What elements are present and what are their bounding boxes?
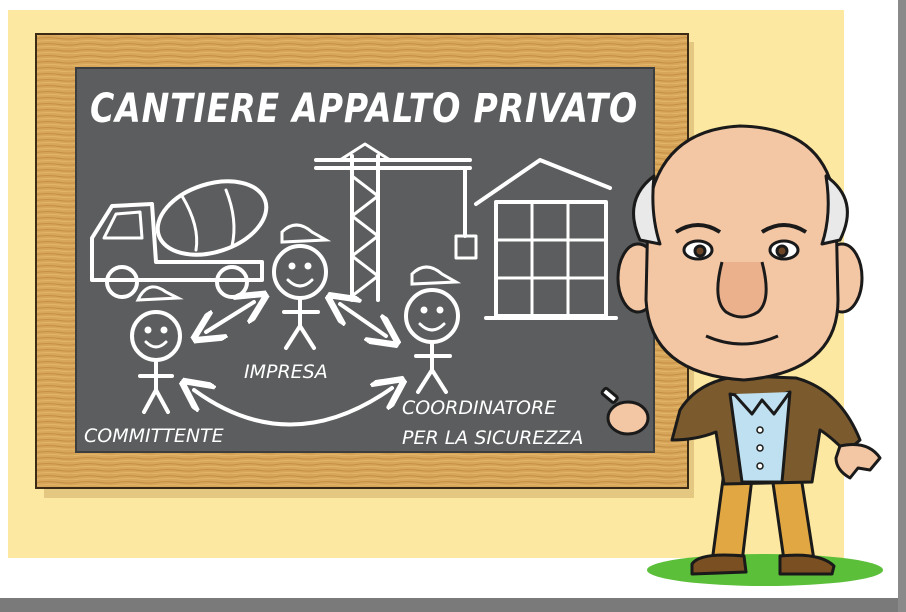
stick-figure-worker-icon bbox=[404, 265, 462, 394]
tower-crane-icon bbox=[314, 142, 478, 302]
board-title: CANTIERE APPALTO PRIVATO bbox=[90, 86, 638, 132]
label-coordinatore-line2: PER LA SICUREZZA bbox=[402, 427, 583, 449]
label-coordinatore-line1: COORDINATORE bbox=[402, 397, 556, 419]
stick-figure-worker-icon bbox=[272, 223, 332, 350]
double-arrow-icon bbox=[194, 302, 392, 427]
cement-mixer-truck-icon bbox=[90, 179, 269, 299]
grass-patch bbox=[647, 554, 883, 586]
right-border-bar bbox=[898, 0, 906, 612]
label-impresa: IMPRESA bbox=[244, 361, 328, 383]
bottom-border-bar bbox=[0, 598, 906, 612]
cartoon-old-man-icon bbox=[600, 124, 882, 576]
stick-figure-worker-icon bbox=[130, 285, 184, 414]
building-frame-icon bbox=[474, 158, 618, 320]
label-committente: COMMITTENTE bbox=[84, 425, 224, 447]
